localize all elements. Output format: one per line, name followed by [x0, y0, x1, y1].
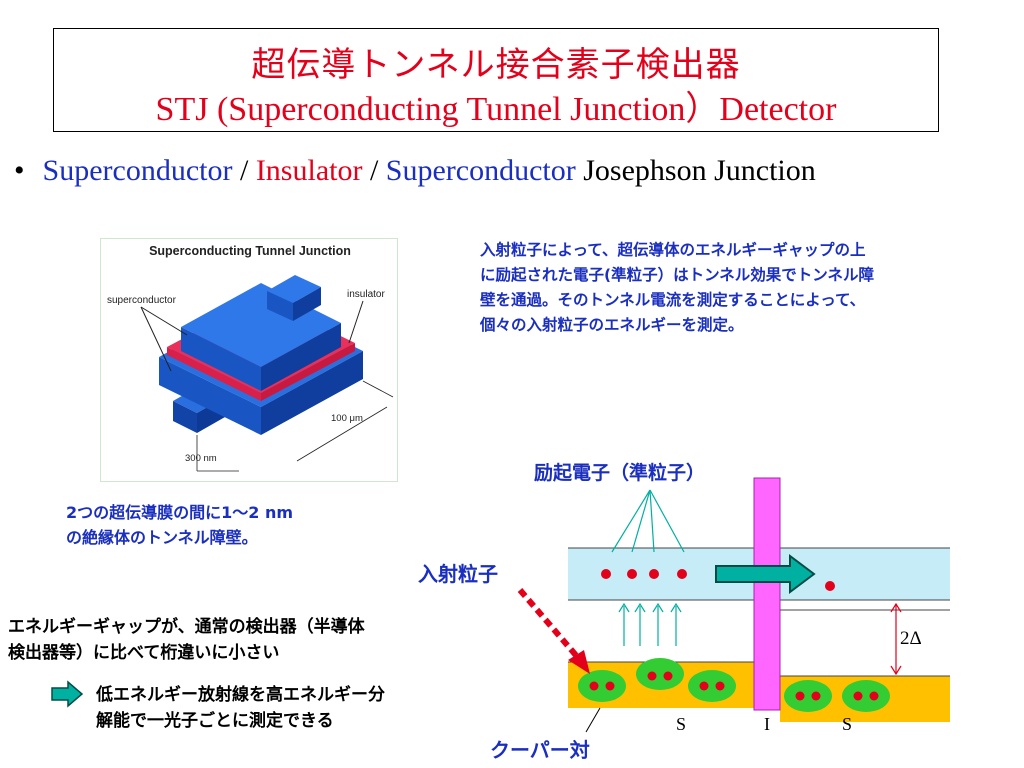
stj-illustration: Superconducting Tunnel Junction supercon…: [107, 244, 394, 472]
dim-ext-1: [362, 380, 394, 398]
label-insulator: insulator: [347, 289, 385, 300]
insulator-front: [167, 347, 261, 401]
s-left-label: S: [676, 714, 687, 734]
energy-gap-text: エネルギーギャップが、通常の検出器（半導体 検出器等）に比べて桁違いに小さい: [8, 614, 365, 666]
label-superconductor: superconductor: [107, 295, 177, 306]
incident-arrow-head: [568, 650, 590, 674]
excitation-arrows: [618, 602, 682, 646]
lead-left-front: [173, 401, 197, 433]
title-box: 超伝導トンネル接合素子検出器 STJ (Superconducting Tunn…: [53, 28, 939, 132]
i-label: I: [764, 714, 770, 734]
description-line-4: 個々の入射粒子のエネルギーを測定。: [480, 316, 744, 334]
stj-figure-title: Superconducting Tunnel Junction: [149, 244, 351, 258]
s-right-label: S: [842, 714, 853, 734]
tunnel-barrier: [753, 477, 781, 711]
quasiparticle-dot: [601, 569, 611, 579]
pointer-sc-1: [140, 306, 188, 336]
quasiparticle-dot: [649, 569, 659, 579]
gap-label: 2Δ: [900, 628, 922, 649]
lead-right-side: [293, 287, 321, 321]
excited-electron-label: 励起電子（準粒子）: [534, 462, 706, 484]
bullet-sep-1: /: [232, 154, 256, 187]
result-line-2: 解能で一光子ごとに測定できる: [96, 711, 334, 731]
top-slab-front: [181, 327, 261, 391]
cooper-pair: [784, 680, 832, 712]
description-line-3: 壁を通過。そのトンネル電流を測定することによって、: [480, 291, 866, 309]
top-slab-side: [261, 323, 341, 391]
lead-right-top: [267, 275, 321, 303]
energy-gap-line-2: 検出器等）に比べて桁違いに小さい: [8, 643, 280, 663]
cooper-pairs: [578, 658, 890, 712]
tunneling-arrow: [715, 554, 816, 594]
bottom-slab-front: [159, 357, 261, 435]
description-line-2: に励起された電子(準粒子）はトンネル効果でトンネル障: [480, 266, 874, 284]
label-dim-width: 100 μm: [331, 413, 363, 424]
title-english: STJ (Superconducting Tunnel Junction）Det…: [155, 91, 837, 128]
label-dim-thickness: 300 nm: [185, 453, 217, 464]
pointer-insulator: [348, 300, 364, 344]
bullet-josephson: Josephson Junction: [575, 154, 816, 187]
film-caption: 2つの超伝導膜の間に1～2 nm の絶縁体のトンネル障壁。: [66, 500, 293, 550]
pointer-sc-2: [140, 306, 172, 372]
lead-right-front: [267, 291, 293, 321]
bullet-sep-2: /: [362, 154, 386, 187]
bullet-line: • Superconductor / Insulator / Supercondu…: [14, 154, 816, 188]
cooper-pair-label: クーパー対: [490, 738, 590, 762]
cooper-pair: [636, 658, 684, 690]
cooper-pair: [688, 670, 736, 702]
bullet-dot: •: [14, 154, 25, 187]
fan-line-1: [611, 489, 651, 553]
energy-gap-line-1: エネルギーギャップが、通常の検出器（半導体: [8, 617, 365, 637]
cooper-pair: [842, 680, 890, 712]
dim-line-width: [296, 406, 388, 462]
bullet-superconductor-1: Superconductor: [42, 154, 233, 187]
insulator-side: [261, 343, 355, 401]
quasiparticle-dot: [677, 569, 687, 579]
bullet-insulator: Insulator: [255, 154, 363, 187]
fan-line-2: [631, 489, 651, 553]
fan-line-4: [649, 489, 685, 553]
title-japanese: 超伝導トンネル接合素子検出器: [251, 45, 741, 85]
film-caption-line-2: の絶縁体のトンネル障壁。: [66, 528, 258, 547]
fan-line-3: [649, 489, 655, 553]
quasiparticle-dot-tunneled: [825, 581, 835, 591]
bullet-superconductor-2: Superconductor: [385, 154, 576, 187]
incident-particle-label: 入射粒子: [418, 562, 498, 586]
stj-figure: Superconducting Tunnel Junction supercon…: [100, 238, 398, 482]
description: 入射粒子によって、超伝導体のエネルギーギャップの上 に励起された電子(準粒子）は…: [480, 238, 874, 338]
film-caption-line-1: 2つの超伝導膜の間に1～2 nm: [66, 503, 294, 522]
result-text: 低エネルギー放射線を高エネルギー分 解能で一光子ごとに測定できる: [96, 682, 385, 734]
cooper-pair: [578, 670, 626, 702]
gap-arrow: [890, 602, 902, 676]
bottom-slab-side: [261, 351, 363, 435]
incident-particle-arrow: [517, 588, 583, 662]
cooper-pointer: [585, 707, 601, 733]
result-line-1: 低エネルギー放射線を高エネルギー分: [96, 685, 385, 705]
description-line-1: 入射粒子によって、超伝導体のエネルギーギャップの上: [480, 241, 866, 259]
quasiparticle-dot: [627, 569, 637, 579]
